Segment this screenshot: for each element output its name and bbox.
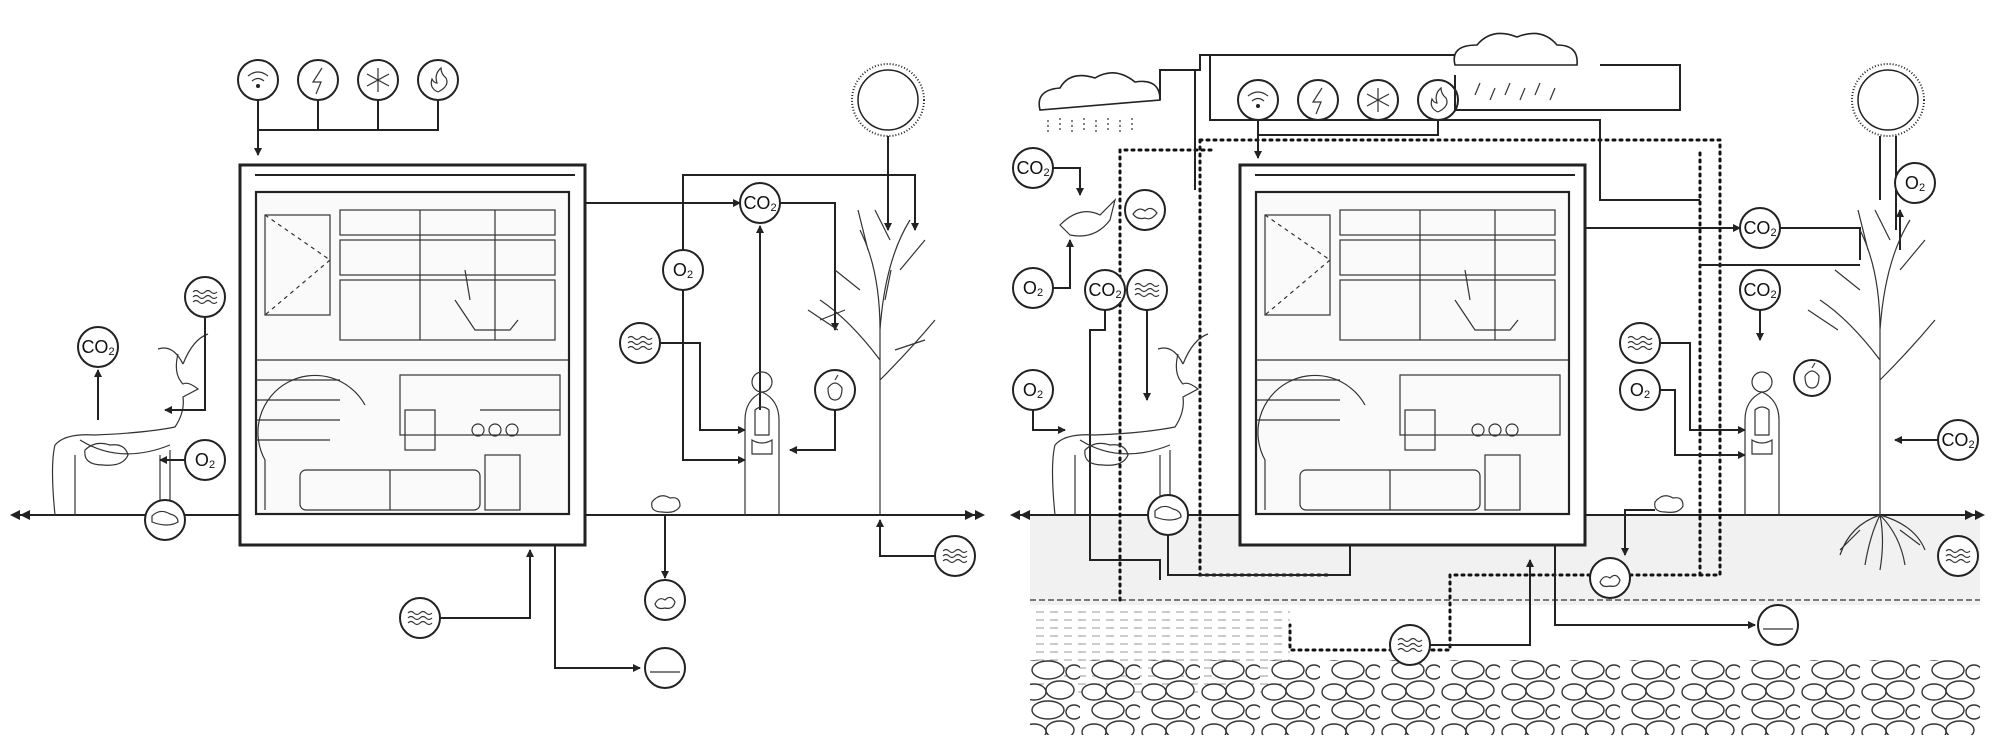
ground-arrow-right-icon <box>965 510 985 520</box>
resource-co2-tree-mid: CO2 <box>1739 269 1781 311</box>
stone-layer <box>1030 660 1980 735</box>
resource-co2-mid: CO2 <box>1084 269 1126 311</box>
flame-icon <box>1417 79 1459 121</box>
wifi-icon <box>1237 79 1279 121</box>
lounge-chair <box>454 269 519 331</box>
deer-figure <box>51 333 209 516</box>
svg-text:CO2: CO2 <box>1743 218 1776 239</box>
tree-roots <box>1839 514 1926 571</box>
side-table <box>484 454 521 511</box>
right-panel: CO2 O2 CO2 O2 <box>1010 32 1985 735</box>
flame-icon <box>417 59 459 101</box>
cloud-icon <box>1453 32 1578 66</box>
arc-lamp <box>257 374 366 461</box>
resource-o2-top: O2 <box>662 249 704 291</box>
tree <box>807 209 936 515</box>
waste-icon <box>144 499 186 541</box>
left-panel: CO2 O2 <box>10 59 985 689</box>
resource-co2-room: CO2 <box>1739 207 1781 249</box>
svg-text:CO2: CO2 <box>743 193 776 214</box>
cloud-icon <box>1038 72 1161 111</box>
resource-co2-right: CO2 <box>1937 419 1979 461</box>
waste-icon <box>1124 189 1166 231</box>
resource-o2-bird: O2 <box>1012 267 1054 309</box>
upper-shelves <box>339 209 556 236</box>
electricity-icon <box>1297 79 1339 121</box>
resource-o2-deer: O2 <box>1012 369 1054 411</box>
deer-figure <box>1051 333 1209 516</box>
waste-icon <box>1147 494 1189 536</box>
resource-co2-deer <box>77 326 119 368</box>
electricity-icon <box>297 59 339 101</box>
window <box>264 214 331 316</box>
interior-room <box>254 190 571 516</box>
svg-text:CO2: CO2 <box>1088 280 1121 301</box>
svg-text:CO2: CO2 <box>1016 158 1049 179</box>
person-figure <box>1744 371 1780 515</box>
building-section <box>1238 163 1587 547</box>
waste-blob <box>1654 495 1684 513</box>
wifi-icon <box>237 59 279 101</box>
rain-icon <box>1047 118 1133 132</box>
svg-text:CO2: CO2 <box>1941 430 1974 451</box>
svg-text:O2: O2 <box>1023 380 1043 401</box>
food-apple-icon <box>814 369 856 411</box>
bird-figure <box>1059 198 1117 237</box>
building-section <box>238 163 587 547</box>
resource-co2-top: CO2 <box>739 182 781 224</box>
drain-icon <box>644 647 686 689</box>
svg-text:O2: O2 <box>1905 173 1925 194</box>
resource-co2-cloud: CO2 <box>1012 147 1054 189</box>
svg-text:O2: O2 <box>673 260 693 281</box>
resource-o2-person: O2 <box>1619 369 1661 411</box>
svg-text:CO2: CO2 <box>81 337 114 358</box>
drain-icon <box>1757 604 1799 646</box>
waste-blob <box>651 495 681 513</box>
svg-text:O2: O2 <box>195 450 215 471</box>
utility-icons <box>237 59 459 156</box>
person-figure <box>744 371 780 515</box>
tree <box>1807 209 1936 571</box>
resource-o2-sun: O2 <box>1894 162 1936 204</box>
kitchen-cabinets <box>399 374 561 436</box>
svg-text:O2: O2 <box>1630 380 1650 401</box>
oven <box>404 409 436 451</box>
svg-text:CO2: CO2 <box>1743 280 1776 301</box>
ground-arrow-left-icon <box>10 510 30 520</box>
food-apple-icon <box>1793 359 1831 397</box>
svg-text:O2: O2 <box>1023 278 1043 299</box>
